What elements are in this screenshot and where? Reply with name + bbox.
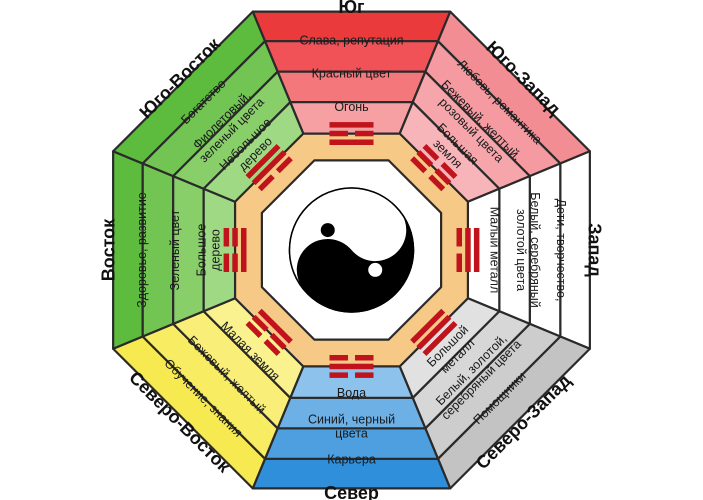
trigram bbox=[456, 228, 480, 272]
sector-item: Карьера bbox=[327, 453, 376, 467]
sector-item: Красный цвет bbox=[312, 67, 392, 81]
sector-title: Восток bbox=[99, 218, 119, 281]
sector-item: Зеленый цвет bbox=[168, 209, 182, 290]
trigram bbox=[410, 144, 458, 192]
sector-item: Вода bbox=[337, 386, 366, 400]
sector-item: Слава, репутация bbox=[299, 34, 403, 48]
sector-item: Здоровье, развитие bbox=[135, 192, 149, 308]
sector-item: Большоедерево bbox=[195, 224, 223, 277]
trigram bbox=[245, 308, 293, 356]
sector-item: Огонь bbox=[334, 100, 368, 114]
trigram bbox=[245, 144, 293, 192]
sector-item: Малый металл bbox=[488, 207, 502, 294]
trigram bbox=[329, 122, 374, 145]
sector-title: Север bbox=[324, 483, 379, 500]
sector-title: Запад bbox=[585, 223, 605, 277]
sector-west: Запад Дети, творчество, Белый, серебряныйз… bbox=[466, 150, 605, 350]
trigram bbox=[329, 355, 374, 378]
sector-item: Белый, серебряныйзолотой цвета bbox=[514, 192, 542, 308]
trigram bbox=[410, 308, 458, 356]
trigram bbox=[223, 228, 247, 272]
sector-item: Дети, творчество, bbox=[554, 199, 568, 302]
sector-title: Юг bbox=[338, 0, 365, 17]
yin-yang-icon bbox=[288, 187, 415, 313]
